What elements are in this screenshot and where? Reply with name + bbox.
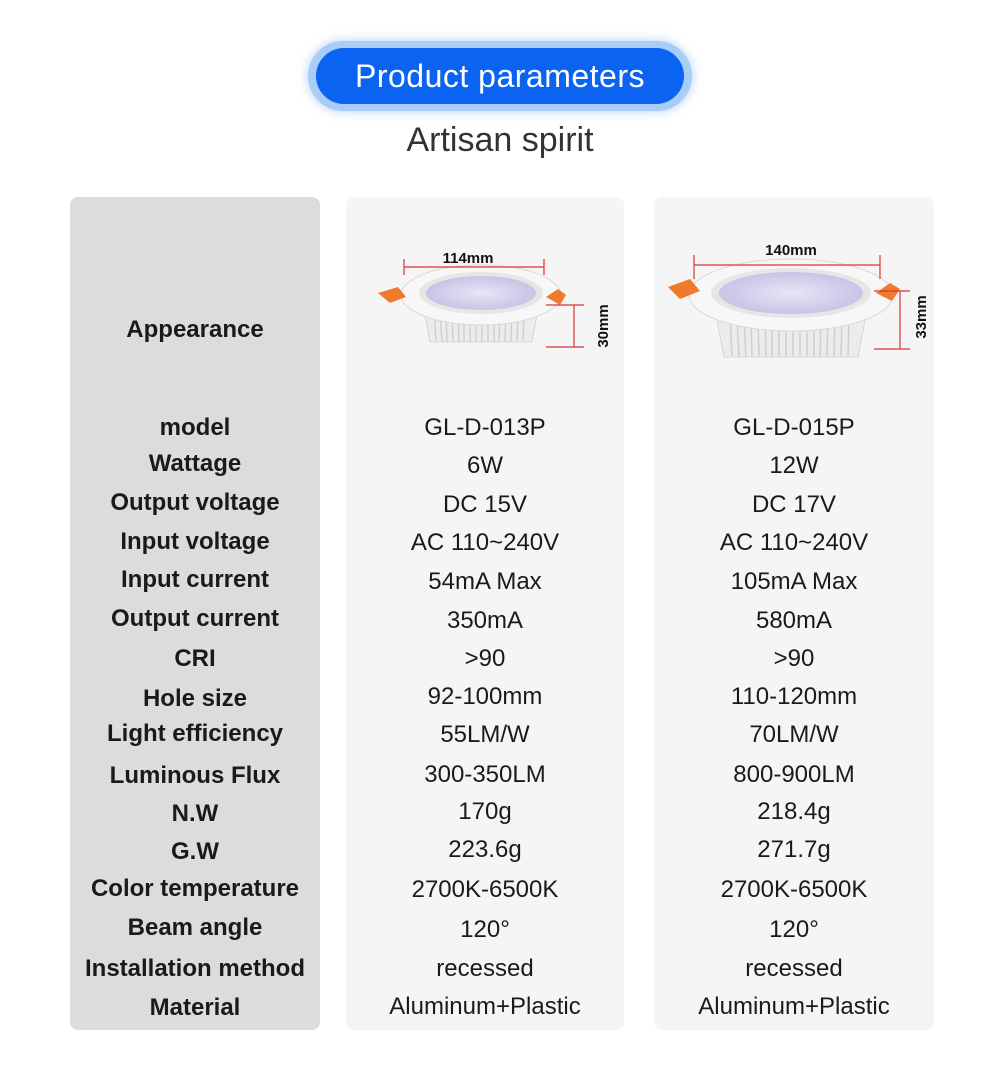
label-beam-angle: Beam angle (127, 914, 263, 941)
height-dimension-2: 33mm (913, 295, 930, 338)
p2-light-efficiency: 70LM/W (749, 721, 839, 748)
p1-luminous-flux: 300-350LM (424, 761, 546, 788)
p2-nw: 218.4g (757, 798, 831, 825)
p2-installation-method: recessed (745, 955, 843, 982)
p2-input-current: 105mA Max (730, 568, 858, 595)
p1-gw: 223.6g (448, 836, 522, 863)
p2-output-current: 580mA (755, 607, 833, 634)
label-model: model (159, 414, 231, 441)
label-hole-size: Hole size (142, 685, 248, 712)
product-column-2: 140mm 33mm GL-D-015P 12W DC 17V AC 110~2… (654, 197, 934, 1030)
p2-material: Aluminum+Plastic (698, 993, 890, 1020)
p1-light-efficiency: 55LM/W (440, 721, 530, 748)
p1-output-voltage: DC 15V (442, 491, 528, 518)
width-dimension-2: 140mm (765, 242, 817, 259)
p2-wattage: 12W (769, 452, 819, 479)
p1-cri: >90 (464, 645, 506, 672)
label-wattage: Wattage (148, 450, 242, 477)
label-installation-method: Installation method (84, 955, 305, 982)
label-input-current: Input current (121, 566, 269, 593)
page-title: Product parameters (316, 48, 684, 104)
width-dimension-1: 114mm (443, 250, 494, 267)
p2-hole-size: 110-120mm (730, 683, 858, 710)
product-column-1: 114mm 30mm GL-D-013P 6W DC 15V AC 110~24… (346, 197, 624, 1030)
p2-cri: >90 (773, 645, 815, 672)
label-output-current: Output current (111, 605, 279, 632)
p1-hole-size: 92-100mm (427, 683, 543, 710)
appearance-label: Appearance (126, 316, 264, 343)
p1-model: GL-D-013P (424, 414, 546, 441)
title-badge: Product parameters (308, 41, 692, 111)
p2-input-voltage: AC 110~240V (719, 529, 869, 556)
p1-installation-method: recessed (436, 955, 534, 982)
p1-input-current: 54mA Max (428, 568, 542, 595)
label-input-voltage: Input voltage (120, 528, 270, 555)
p1-wattage: 6W (467, 452, 503, 479)
p1-color-temperature: 2700K-6500K (411, 876, 559, 903)
label-material: Material (149, 994, 241, 1021)
p2-model: GL-D-015P (733, 414, 855, 441)
p2-luminous-flux: 800-900LM (733, 761, 855, 788)
label-gw: G.W (171, 838, 219, 865)
label-color-temperature: Color temperature (90, 875, 300, 902)
p2-beam-angle: 120° (769, 916, 819, 943)
downlight-image-2: 140mm 33mm (668, 242, 930, 358)
label-output-voltage: Output voltage (110, 489, 280, 516)
p2-output-voltage: DC 17V (751, 491, 837, 518)
page-subtitle: Artisan spirit (406, 121, 594, 159)
label-column: Appearance model Wattage Output voltage … (70, 197, 320, 1030)
p1-output-current: 350mA (446, 607, 524, 634)
label-luminous-flux: Luminous Flux (109, 762, 281, 789)
p1-nw: 170g (458, 798, 512, 825)
downlight-image-1: 114mm 30mm (378, 250, 612, 348)
label-cri: CRI (174, 645, 216, 672)
p1-input-voltage: AC 110~240V (410, 529, 560, 556)
label-light-efficiency: Light efficiency (106, 720, 284, 747)
p1-material: Aluminum+Plastic (389, 993, 581, 1020)
p2-gw: 271.7g (757, 836, 831, 863)
height-dimension-1: 30mm (595, 304, 612, 347)
p2-color-temperature: 2700K-6500K (720, 876, 868, 903)
label-nw: N.W (171, 800, 219, 827)
p1-beam-angle: 120° (460, 916, 510, 943)
